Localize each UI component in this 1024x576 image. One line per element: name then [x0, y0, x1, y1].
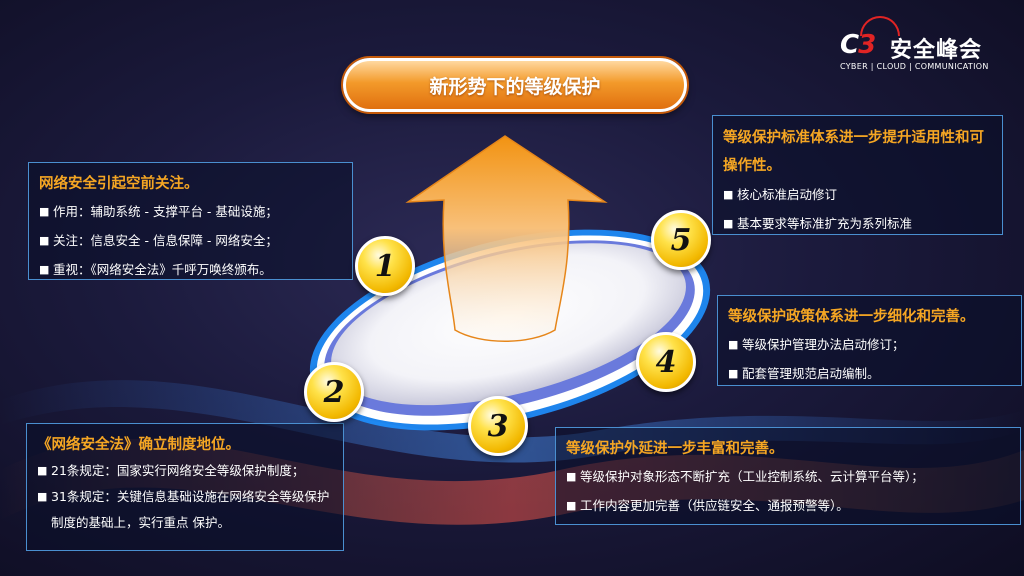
list-item: 等级保护管理办法启动修订；: [728, 330, 1011, 359]
box5-heading: 等级保护标准体系进一步提升适用性和可操作性。: [723, 124, 992, 180]
box1-list: 作用：辅助系统 - 支撑平台 - 基础设施； 关注：信息安全 - 信息保障 - …: [39, 197, 342, 284]
box4-list: 等级保护管理办法启动修订； 配套管理规范启动编制。: [728, 330, 1011, 388]
box2-heading: 《网络安全法》确立制度地位。: [37, 432, 333, 458]
box-cybersecurity-law: 《网络安全法》确立制度地位。 21条规定：国家实行网络安全等级保护制度； 31条…: [26, 423, 344, 551]
box-protection-extension: 等级保护外延进一步丰富和完善。 等级保护对象形态不断扩充（工业控制系统、云计算平…: [555, 427, 1021, 525]
logo-mark: C3: [840, 30, 875, 60]
title-pill: 新形势下的等级保护: [343, 58, 687, 112]
number-label: 5: [671, 223, 692, 258]
number-ball-3: 3: [468, 396, 528, 456]
box-cybersecurity-attention: 网络安全引起空前关注。 作用：辅助系统 - 支撑平台 - 基础设施； 关注：信息…: [28, 162, 353, 280]
box2-list: 21条规定：国家实行网络安全等级保护制度； 31条规定：关键信息基础设施在网络安…: [37, 458, 333, 536]
box4-heading: 等级保护政策体系进一步细化和完善。: [728, 304, 1011, 330]
list-item: 21条规定：国家实行网络安全等级保护制度；: [37, 458, 333, 484]
number-ball-5: 5: [651, 210, 711, 270]
box5-list: 核心标准启动修订 基本要求等标准扩充为系列标准: [723, 180, 992, 238]
logo-subtitle: CYBER | CLOUD | COMMUNICATION: [840, 62, 989, 71]
box3-heading: 等级保护外延进一步丰富和完善。: [566, 436, 1010, 462]
number-ball-1: 1: [355, 236, 415, 296]
page-title: 新形势下的等级保护: [429, 72, 600, 99]
list-item: 关注：信息安全 - 信息保障 - 网络安全；: [39, 226, 342, 255]
number-label: 4: [656, 345, 677, 380]
number-label: 2: [324, 375, 345, 410]
number-label: 1: [375, 249, 396, 284]
box-policy-system: 等级保护政策体系进一步细化和完善。 等级保护管理办法启动修订； 配套管理规范启动…: [717, 295, 1022, 386]
list-item: 配套管理规范启动编制。: [728, 359, 1011, 388]
list-item: 重视：《网络安全法》千呼万唤终颁布。: [39, 255, 342, 284]
logo-name: 安全峰会: [890, 32, 982, 64]
logo: C3 安全峰会 CYBER | CLOUD | COMMUNICATION: [840, 14, 1000, 76]
box3-list: 等级保护对象形态不断扩充（工业控制系统、云计算平台等）； 工作内容更加完善（供应…: [566, 462, 1010, 520]
list-item: 核心标准启动修订: [723, 180, 992, 209]
number-ball-4: 4: [636, 332, 696, 392]
list-item: 作用：辅助系统 - 支撑平台 - 基础设施；: [39, 197, 342, 226]
number-ball-2: 2: [304, 362, 364, 422]
number-label: 3: [488, 409, 509, 444]
list-item: 基本要求等标准扩充为系列标准: [723, 209, 992, 238]
list-item: 等级保护对象形态不断扩充（工业控制系统、云计算平台等）；: [566, 462, 1010, 491]
list-item: 31条规定：关键信息基础设施在网络安全等级保护制度的基础上，实行重点 保护。: [37, 484, 333, 536]
box-standard-system: 等级保护标准体系进一步提升适用性和可操作性。 核心标准启动修订 基本要求等标准扩…: [712, 115, 1003, 235]
list-item: 工作内容更加完善（供应链安全、通报预警等）。: [566, 491, 1010, 520]
box1-heading: 网络安全引起空前关注。: [39, 171, 342, 197]
